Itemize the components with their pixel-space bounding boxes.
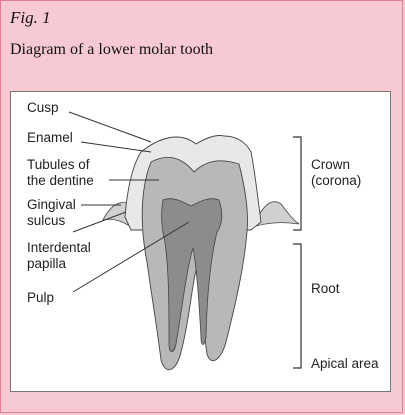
gum-right bbox=[255, 201, 300, 227]
label-cusp: Cusp bbox=[27, 100, 59, 115]
label-crown-1: Crown bbox=[311, 157, 350, 172]
figure-title: Diagram of a lower molar tooth bbox=[10, 41, 214, 58]
label-tubules-1: Tubules of bbox=[27, 157, 90, 172]
tooth-diagram: Cusp Enamel Tubules of the dentine Gingi… bbox=[27, 100, 379, 371]
pulp bbox=[161, 198, 223, 352]
label-gingival-1: Gingival bbox=[27, 197, 76, 212]
label-tubules-2: the dentine bbox=[27, 173, 94, 188]
label-apical: Apical area bbox=[311, 356, 379, 371]
leader-lines bbox=[68, 111, 190, 293]
diagram-panel: Cusp Enamel Tubules of the dentine Gingi… bbox=[10, 91, 391, 392]
label-root: Root bbox=[311, 281, 340, 296]
label-pulp: Pulp bbox=[27, 290, 54, 305]
label-enamel: Enamel bbox=[27, 130, 73, 145]
label-papilla-1: Interdental bbox=[27, 240, 91, 255]
figure-label: Fig. 1 bbox=[10, 8, 51, 27]
label-crown-2: (corona) bbox=[311, 173, 361, 188]
label-gingival-2: sulcus bbox=[27, 213, 66, 228]
label-papilla-2: papilla bbox=[27, 256, 67, 271]
brackets bbox=[293, 136, 302, 369]
